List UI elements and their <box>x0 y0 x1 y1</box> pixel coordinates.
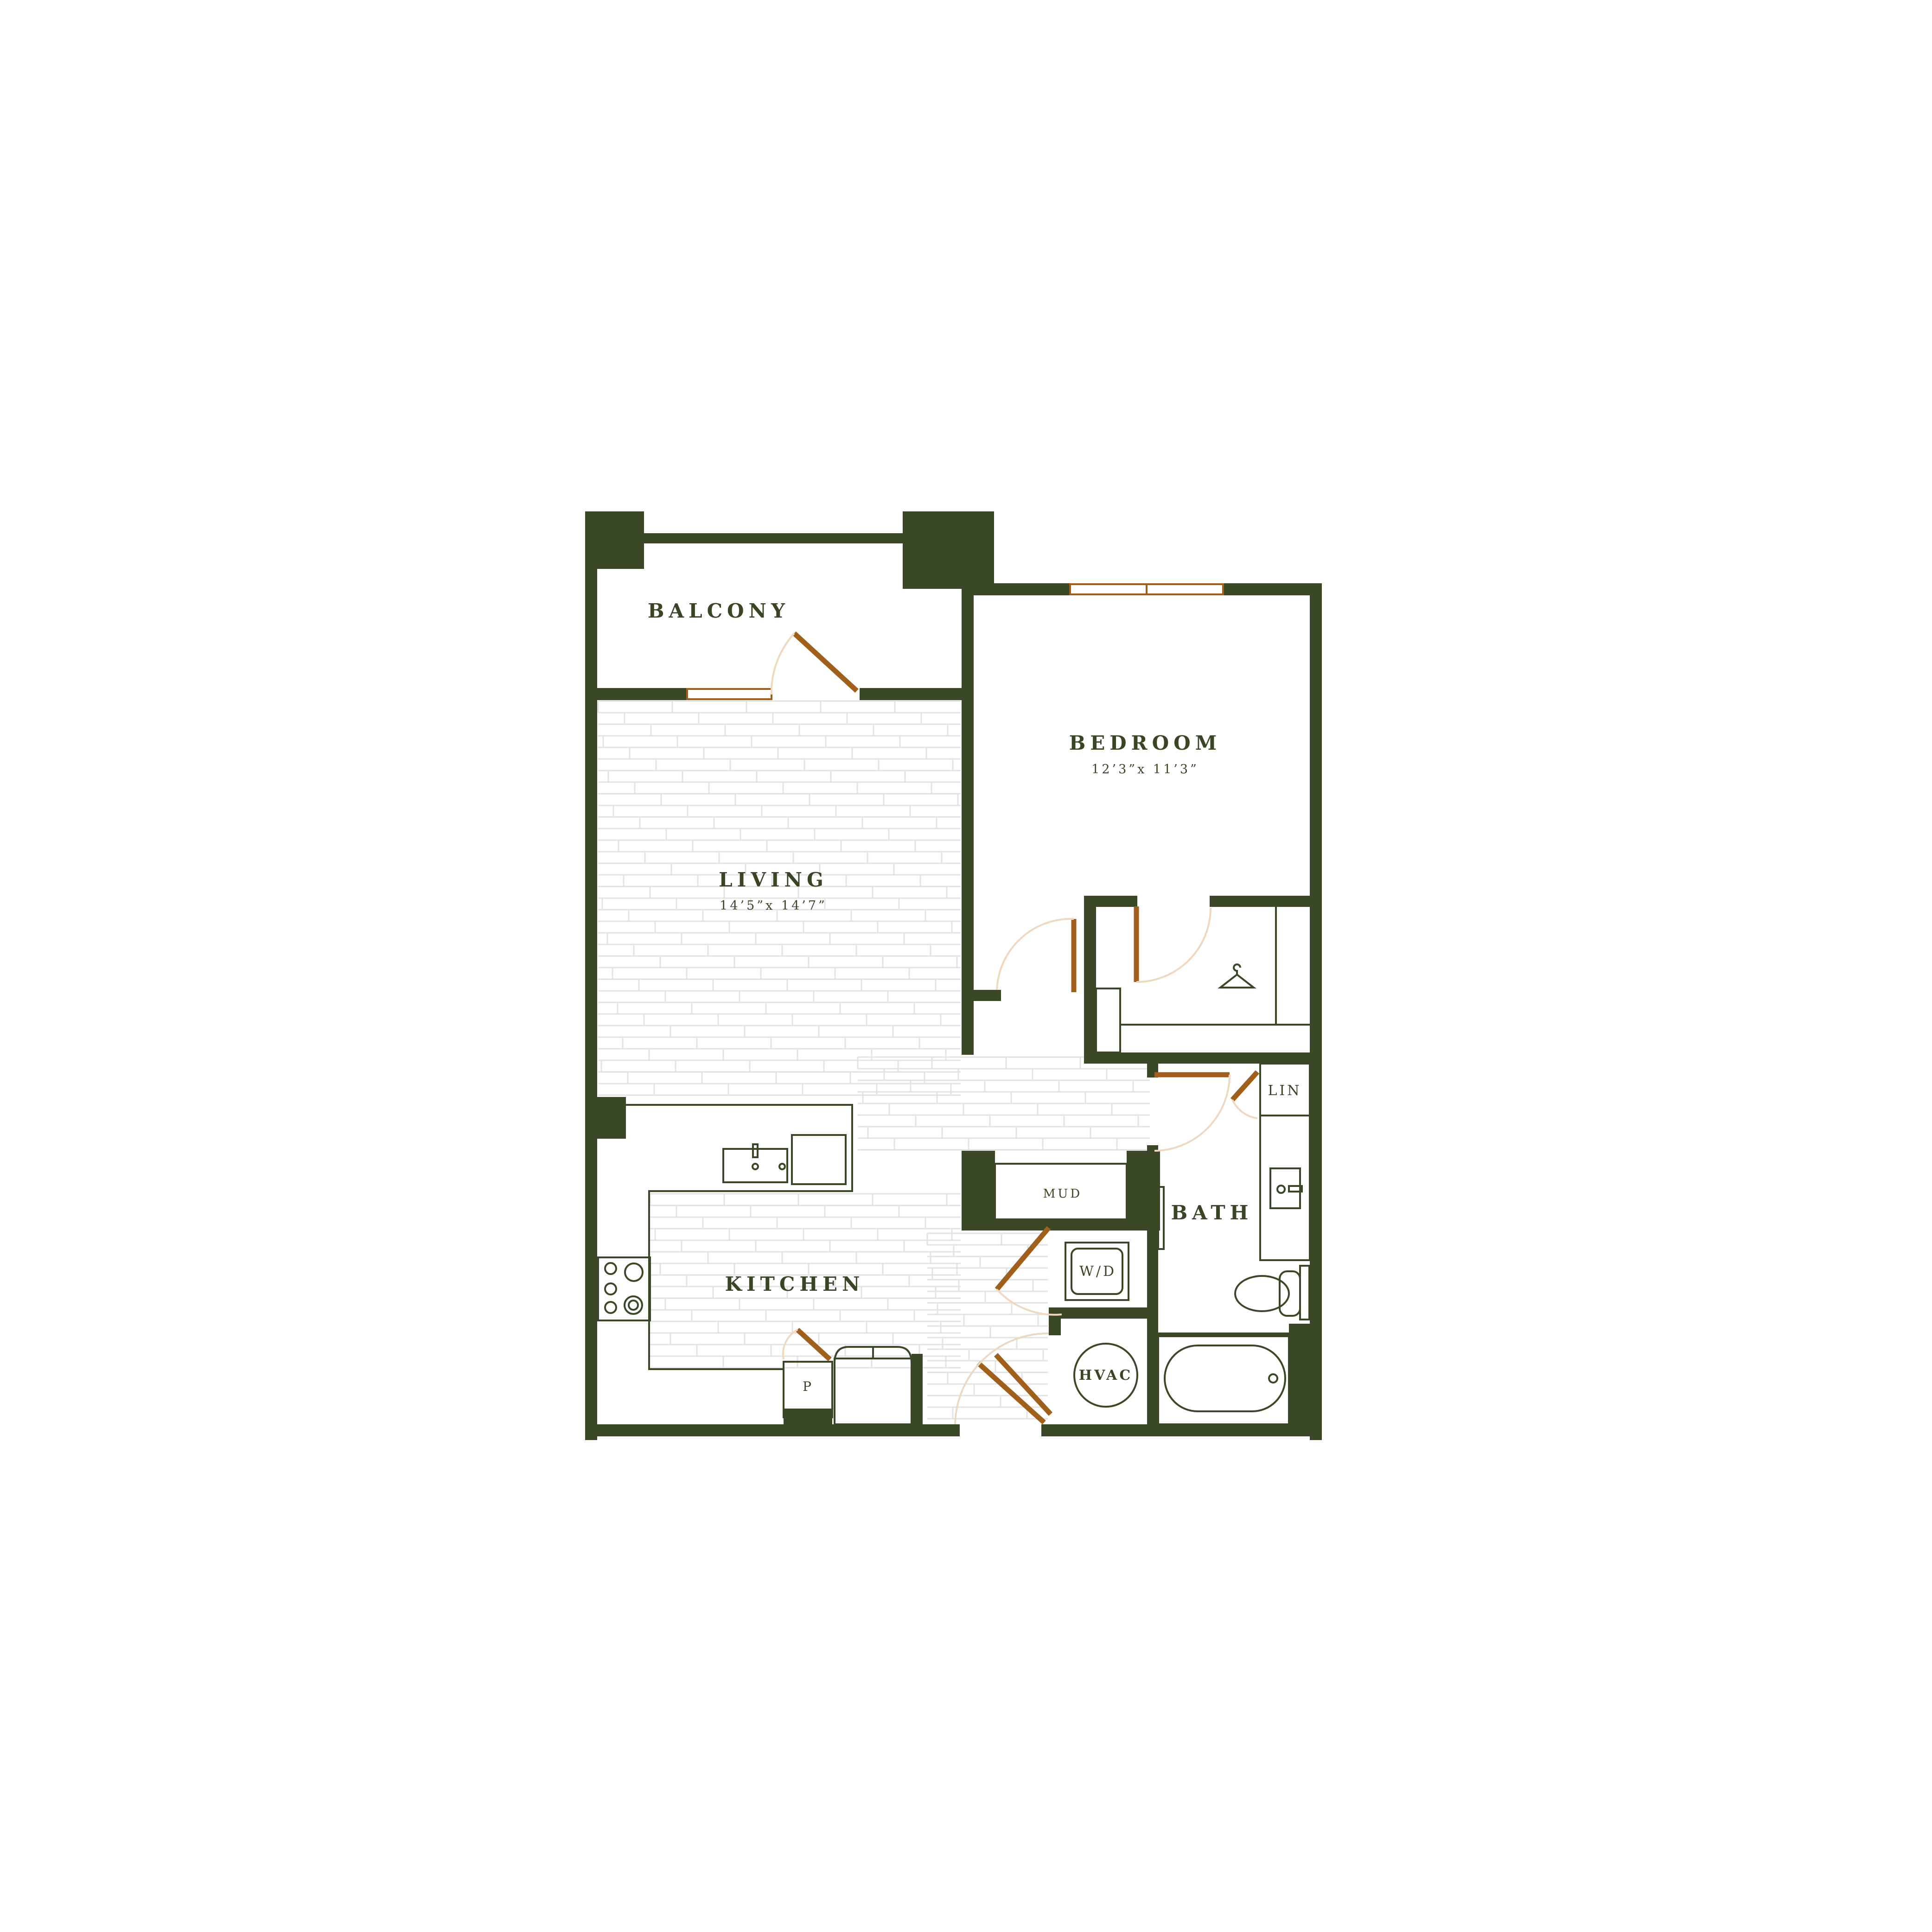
balcony-label: BALCONY <box>648 599 790 622</box>
bath-fixtures <box>1157 1063 1311 1425</box>
mud-bench <box>994 1163 1128 1220</box>
hvac-label: HVAC <box>1079 1367 1133 1384</box>
mud-label: MUD <box>1043 1187 1082 1201</box>
walk-in-closet <box>1095 907 1310 1053</box>
doors <box>770 631 1260 1425</box>
sink-icon <box>722 1143 788 1183</box>
sink-icon <box>1269 1167 1303 1209</box>
linen-door <box>1230 1070 1260 1102</box>
bedroom-label: BEDROOM <box>1069 732 1222 754</box>
stove-icon <box>597 1256 651 1321</box>
entry-door-right <box>994 1353 1053 1416</box>
vanity <box>1259 1115 1311 1261</box>
bath-label: BATH <box>1171 1201 1253 1224</box>
pantry-label: P <box>803 1379 814 1394</box>
hanger-icon <box>1218 963 1256 988</box>
wood-floor-pattern <box>597 700 1150 1420</box>
balcony-door <box>792 631 859 693</box>
kitchen-label: KITCHEN <box>725 1273 865 1295</box>
windows <box>686 583 1224 700</box>
living-label: LIVING <box>719 868 828 891</box>
bedroom-window-right <box>1146 583 1224 595</box>
hvac-unit <box>1073 1343 1138 1408</box>
entry-door-left <box>976 1361 1046 1425</box>
bedroom-dimensions: 12’3”x 11’3” <box>1091 762 1199 777</box>
bedroom-window-left <box>1069 583 1148 595</box>
walls <box>585 511 1322 1440</box>
washer-dryer-label: W/D <box>1079 1263 1116 1280</box>
toilet-icon <box>1234 1265 1310 1320</box>
utility-fixtures <box>994 1163 1138 1408</box>
washer-dryer <box>1065 1242 1129 1301</box>
dishwasher <box>791 1134 847 1185</box>
labels: BALCONY BEDROOM 12’3”x 11’3” LIVING 14’5… <box>648 599 1301 1394</box>
laundry-door <box>995 1226 1051 1291</box>
kitchen-fixtures <box>597 1104 912 1425</box>
living-window <box>686 688 772 700</box>
living-dimensions: 14’5”x 14’7” <box>720 899 827 913</box>
bathtub-icon <box>1157 1335 1290 1425</box>
pantry-door <box>796 1327 832 1362</box>
linen-label: LIN <box>1268 1083 1301 1099</box>
